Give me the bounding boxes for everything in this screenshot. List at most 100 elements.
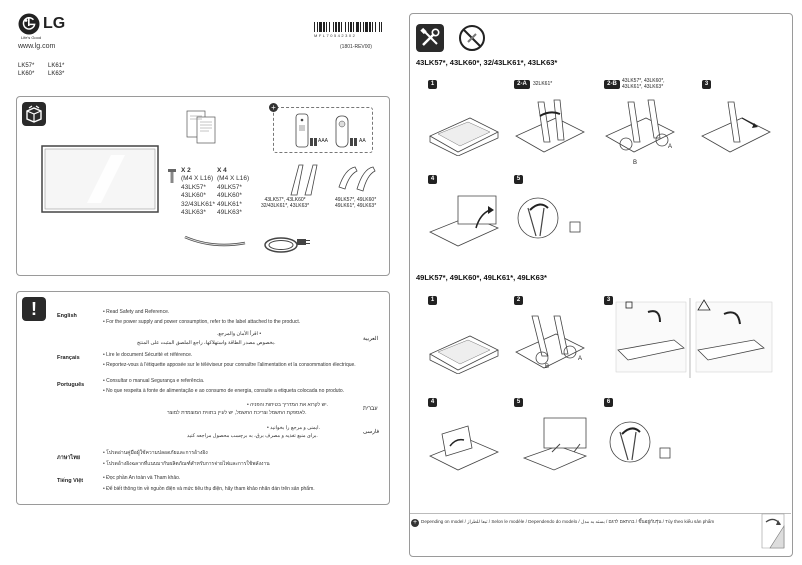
screw-group-a: X 2 (M4 X L16) 43LK57* 43LK60* 32/43LK61…	[181, 167, 215, 218]
thai-line-2: • โปรดอ้างอิงฉลากที่แนบมากับผลิตภัณฑ์สำห…	[103, 461, 270, 467]
tools-icon	[416, 24, 444, 52]
label-b: B	[545, 364, 550, 370]
barcode	[314, 22, 382, 32]
safety-panel: ! English • Read Safety and Reference. •…	[16, 291, 390, 505]
lang-portuguese: Português	[57, 382, 85, 388]
farsi-line-2: برای منبع تغذیه و مصرف برق، به برچسب محص…	[187, 433, 318, 439]
stand-b-illustration	[338, 166, 376, 192]
barcode-bar	[360, 22, 361, 32]
lg-logo: LG Life's Good	[18, 13, 66, 40]
barcode-bar	[341, 22, 342, 32]
barcode-bar	[314, 22, 315, 32]
step-4: 4	[428, 398, 437, 407]
hebrew-line-1: • יש לקרוא את המדריך בטיחות והפניה.	[247, 402, 328, 408]
footer-divider	[410, 513, 791, 514]
screw-spec-a: (M4 X L16)	[181, 175, 214, 183]
warning-icon: !	[22, 297, 46, 321]
screw-model-b: 49LK63*	[217, 209, 242, 217]
logo-tagline: Life's Good	[21, 35, 42, 40]
barcode-bar	[375, 22, 376, 32]
barcode-bar	[379, 22, 380, 32]
lang-thai: ภาษาไทย	[57, 455, 81, 461]
stand-a-models: 43LK57*, 43LK60* 32/43LK61*, 43LK63*	[261, 197, 310, 209]
step-6-drawing	[609, 421, 671, 463]
barcode-bars	[314, 22, 382, 32]
step-1: 1	[428, 296, 437, 305]
step-2-drawing	[515, 315, 585, 369]
step-5-drawing	[517, 197, 581, 239]
barcode-bar	[333, 22, 334, 32]
french-line-2: • Reportez-vous à l'étiquette apposée su…	[103, 362, 356, 368]
lang-english: English	[57, 313, 77, 319]
barcode-bar	[365, 22, 368, 32]
battery-aaa-label: AAA	[318, 138, 329, 144]
step-2b-drawing	[605, 99, 675, 153]
screw-model-b: 49LK57*	[217, 183, 242, 191]
barcode-revision: (1801-REV00)	[340, 44, 372, 50]
step-2a-drawing	[515, 99, 585, 153]
footer-plus-icon: +	[411, 519, 419, 527]
box-icon	[22, 102, 46, 126]
battery-aa-label: AA	[359, 138, 366, 144]
step-5: 5	[514, 175, 523, 184]
no-tool-icon	[458, 24, 486, 52]
barcode-bar	[363, 22, 364, 32]
barcode-code: MFL70542302	[314, 33, 357, 38]
screw-qty-a: X 2	[181, 167, 191, 174]
arabic-line-2: بخصوص مصدر الطاقة واستهلاكها، راجع الملص…	[137, 340, 276, 346]
vietnamese-line-2: • Để biết thông tin về nguồn điện và mức…	[103, 486, 315, 492]
step-5: 5	[514, 398, 523, 407]
step-1-drawing	[429, 335, 499, 374]
step-4-drawing	[429, 195, 499, 247]
barcode-bar	[356, 22, 359, 32]
lg-logo-mark-icon	[18, 13, 40, 35]
barcode-bar	[345, 22, 346, 32]
step-1-drawing	[429, 117, 499, 156]
lang-farsi: فارسی	[363, 429, 380, 435]
hebrew-line-2: לאספקת החשמל וצריכת החשמל, יש לעיין בתוו…	[167, 410, 307, 416]
stand-a-illustration	[290, 164, 318, 196]
english-line-1: • Read Safety and Reference.	[103, 309, 170, 315]
label-a: A	[578, 356, 583, 362]
barcode-bar	[317, 22, 318, 32]
power-cord-illustration	[264, 237, 310, 253]
screw-qty-b: X 4	[217, 167, 227, 174]
screw-model-a: 43LK57*	[181, 183, 206, 191]
website: www.lg.com	[18, 43, 56, 50]
step-1: 1	[428, 80, 437, 89]
cable-guide-illustration	[184, 235, 246, 247]
step-2a: 2-A	[514, 80, 530, 89]
barcode-bar	[372, 22, 373, 32]
tv-illustration	[41, 145, 159, 215]
barcode-bar	[353, 22, 354, 32]
barcode-bar	[326, 22, 327, 32]
step-3: 3	[702, 80, 711, 89]
models-col-2: LK61* LK63*	[48, 63, 64, 78]
remote-control-box: + AAA AA	[269, 103, 373, 153]
step-3-drawing	[615, 298, 773, 378]
logo-text: LG	[43, 15, 66, 32]
manual-illustration	[185, 109, 219, 149]
step-2b: 2-B	[604, 80, 620, 89]
step-5-drawing	[522, 417, 588, 471]
screw-icon	[167, 169, 177, 183]
barcode-bar	[350, 22, 352, 32]
page-turn-icon	[761, 513, 785, 549]
label-a: A	[668, 144, 673, 150]
model-item: LK63*	[48, 70, 65, 77]
barcode-bar	[348, 22, 349, 32]
vietnamese-line-1: • Đọc phần An toàn và Tham khảo.	[103, 475, 181, 481]
model-item: LK57*	[18, 63, 35, 69]
barcode-bar	[369, 22, 371, 32]
english-line-2: • For the power supply and power consump…	[103, 319, 301, 325]
lang-vietnamese: Tiếng Việt	[57, 478, 84, 484]
model-item: LK60*	[18, 70, 35, 77]
step-4-drawing	[429, 425, 499, 471]
section-1-title: 43LK57*, 43LK60*, 32/43LK61*, 43LK63*	[416, 58, 558, 67]
footer-note: Depending on model / تبعا للطراز / Selon…	[421, 519, 715, 524]
thai-line-1: • โปรดอ่านคู่มือผู้ใช้ความปลอดภัยและการอ…	[103, 450, 208, 456]
step-3-drawing	[701, 101, 771, 153]
screw-model-b: 49LK60*	[217, 192, 242, 200]
portuguese-line-1: • Consultar o manual Segurança e referên…	[103, 378, 205, 384]
barcode-bar	[319, 22, 322, 32]
